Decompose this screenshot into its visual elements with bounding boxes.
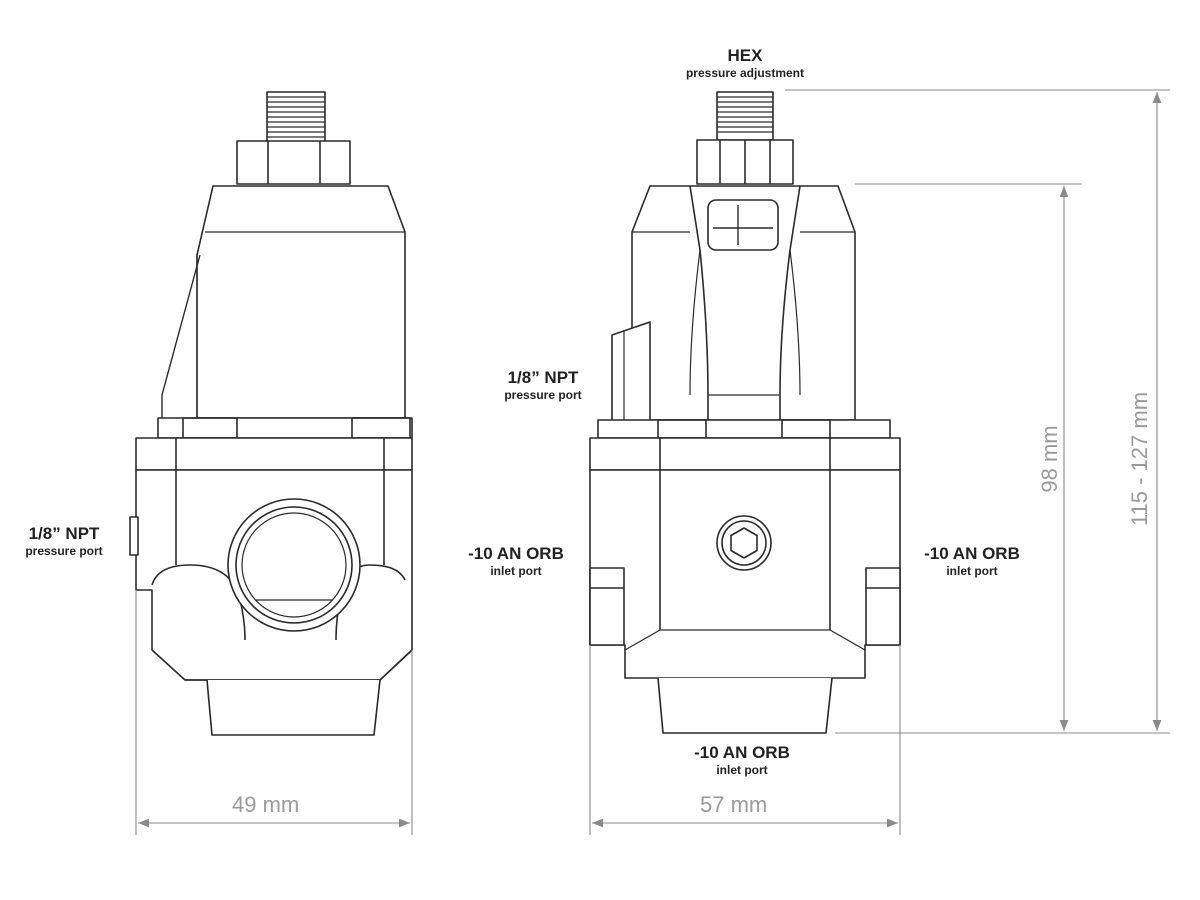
front-thread	[716, 91, 774, 141]
side-flange	[157, 417, 413, 439]
side-view	[129, 91, 413, 736]
orb-label-right: -10 AN ORB inlet port	[902, 544, 1042, 578]
dim-side-width-label: 49 mm	[232, 792, 300, 817]
front-hex-socket	[716, 515, 772, 571]
front-bottom-fitting	[657, 677, 833, 734]
side-bottom-fitting	[206, 679, 381, 736]
npt-label-front-view: 1/8” NPT pressure port	[478, 368, 608, 402]
npt-front-sub: pressure port	[504, 388, 582, 402]
npt-side-main: 1/8” NPT	[28, 524, 100, 543]
npt-front-main: 1/8” NPT	[507, 368, 579, 387]
front-hex-nut	[696, 139, 794, 185]
npt-label-side-view: 1/8” NPT pressure port	[4, 524, 124, 558]
orb-bottom-sub: inlet port	[716, 763, 768, 777]
hex-label-sub: pressure adjustment	[685, 66, 805, 80]
side-upper-housing	[196, 185, 406, 419]
front-yoke	[689, 185, 801, 432]
orb-left-sub: inlet port	[490, 564, 542, 578]
hex-label: HEX pressure adjustment	[640, 46, 850, 80]
dimension-lines	[135, 89, 1170, 835]
dim-front-width-label: 57 mm	[700, 792, 768, 817]
front-window	[707, 199, 779, 251]
side-thread	[266, 91, 326, 143]
front-flange	[597, 419, 891, 439]
orb-left-main: -10 AN ORB	[468, 544, 564, 563]
front-body	[589, 437, 901, 679]
orb-label-left: -10 AN ORB inlet port	[446, 544, 586, 578]
dim-total-height-label: 115 - 127 mm	[1127, 391, 1152, 527]
hex-label-main: HEX	[727, 46, 763, 65]
side-hex-nut	[236, 140, 351, 185]
orb-label-bottom: -10 AN ORB inlet port	[672, 743, 812, 777]
front-upper-housing	[631, 185, 856, 421]
dim-body-height-label: 98 mm	[1037, 425, 1062, 493]
orb-bottom-main: -10 AN ORB	[694, 743, 790, 762]
orb-right-main: -10 AN ORB	[924, 544, 1020, 563]
npt-side-sub: pressure port	[25, 544, 103, 558]
side-inlet-port	[227, 498, 361, 632]
front-view	[589, 91, 901, 734]
orb-right-sub: inlet port	[946, 564, 998, 578]
